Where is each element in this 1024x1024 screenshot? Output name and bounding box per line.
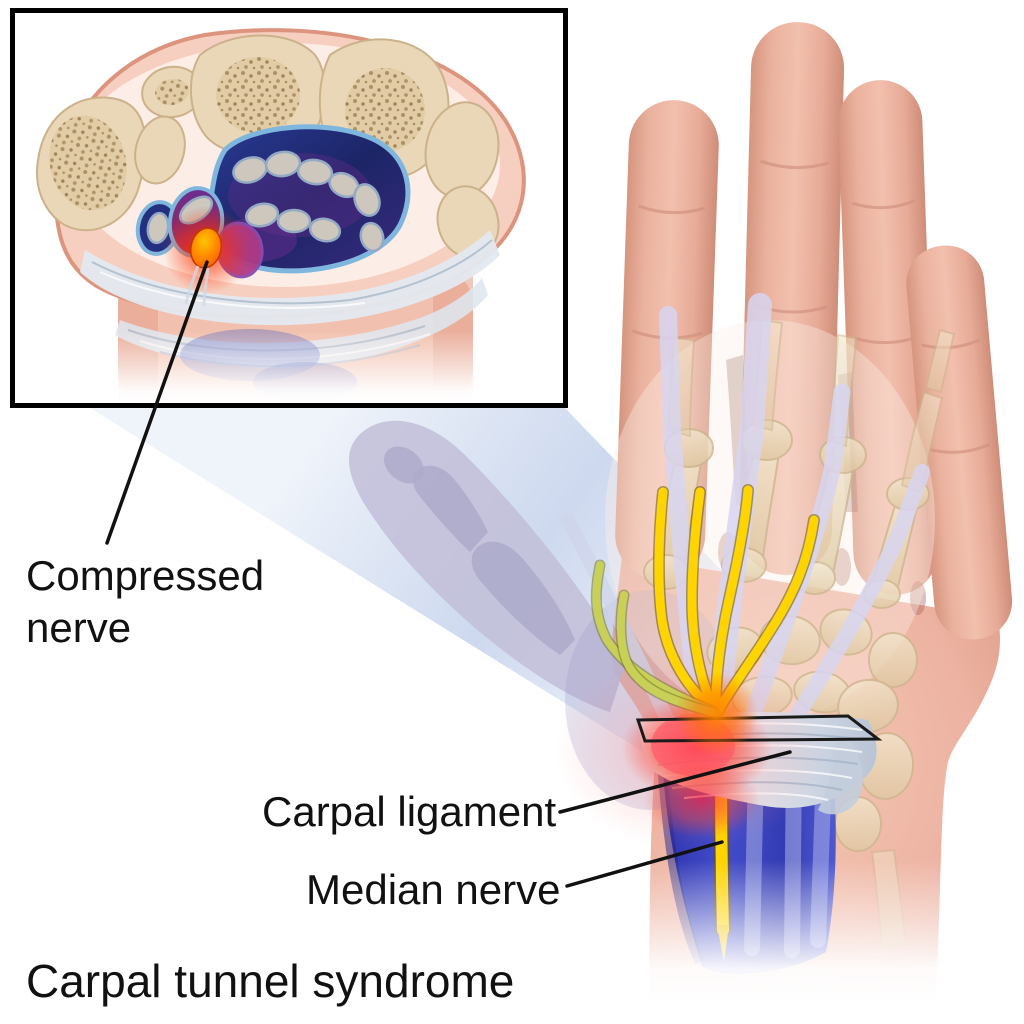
retinaculum-band-upper (80, 230, 500, 326)
inflammation-glow (555, 650, 825, 850)
thumb-tip-bone (384, 446, 424, 484)
section-plane-outline (635, 714, 883, 743)
hand-illustration (348, 22, 1024, 1024)
callout-line-median-nerve (565, 840, 724, 888)
carpal-ligament-label: Carpal ligament (262, 788, 557, 835)
inset-border (10, 8, 568, 408)
compressed-nerve-label: Compressed nerve (26, 550, 264, 654)
figure-title: Carpal tunnel syndrome (26, 955, 515, 1007)
finger-pinky (906, 245, 1013, 640)
median-nerve-label: Median nerve (306, 866, 561, 913)
callout-line-compressed-nerve (105, 260, 209, 545)
thumb-nerve-branches (590, 559, 721, 718)
tendon-bundles (135, 124, 411, 279)
inset-panel (10, 8, 568, 408)
callout-line-carpal-ligament (558, 750, 792, 814)
thumb-phalanx-bone (413, 465, 488, 552)
compressed-nerve-spot (163, 206, 251, 307)
nerve-fan-origin-glow (674, 672, 758, 756)
thumb-metacarpal-bone (471, 541, 575, 655)
median-nerve-branches (590, 484, 820, 756)
compressed-nerve-label-line1: Compressed (26, 552, 265, 599)
web-shadow (833, 548, 851, 586)
thumb (348, 420, 625, 712)
inset-content (15, 28, 563, 403)
tendon-cross-sections (232, 150, 385, 253)
web-shadow (910, 581, 926, 615)
compressed-nerve-label-line2: nerve (26, 604, 132, 652)
bottom-fade (560, 860, 1024, 1024)
inset-bottom-fade (15, 330, 563, 403)
